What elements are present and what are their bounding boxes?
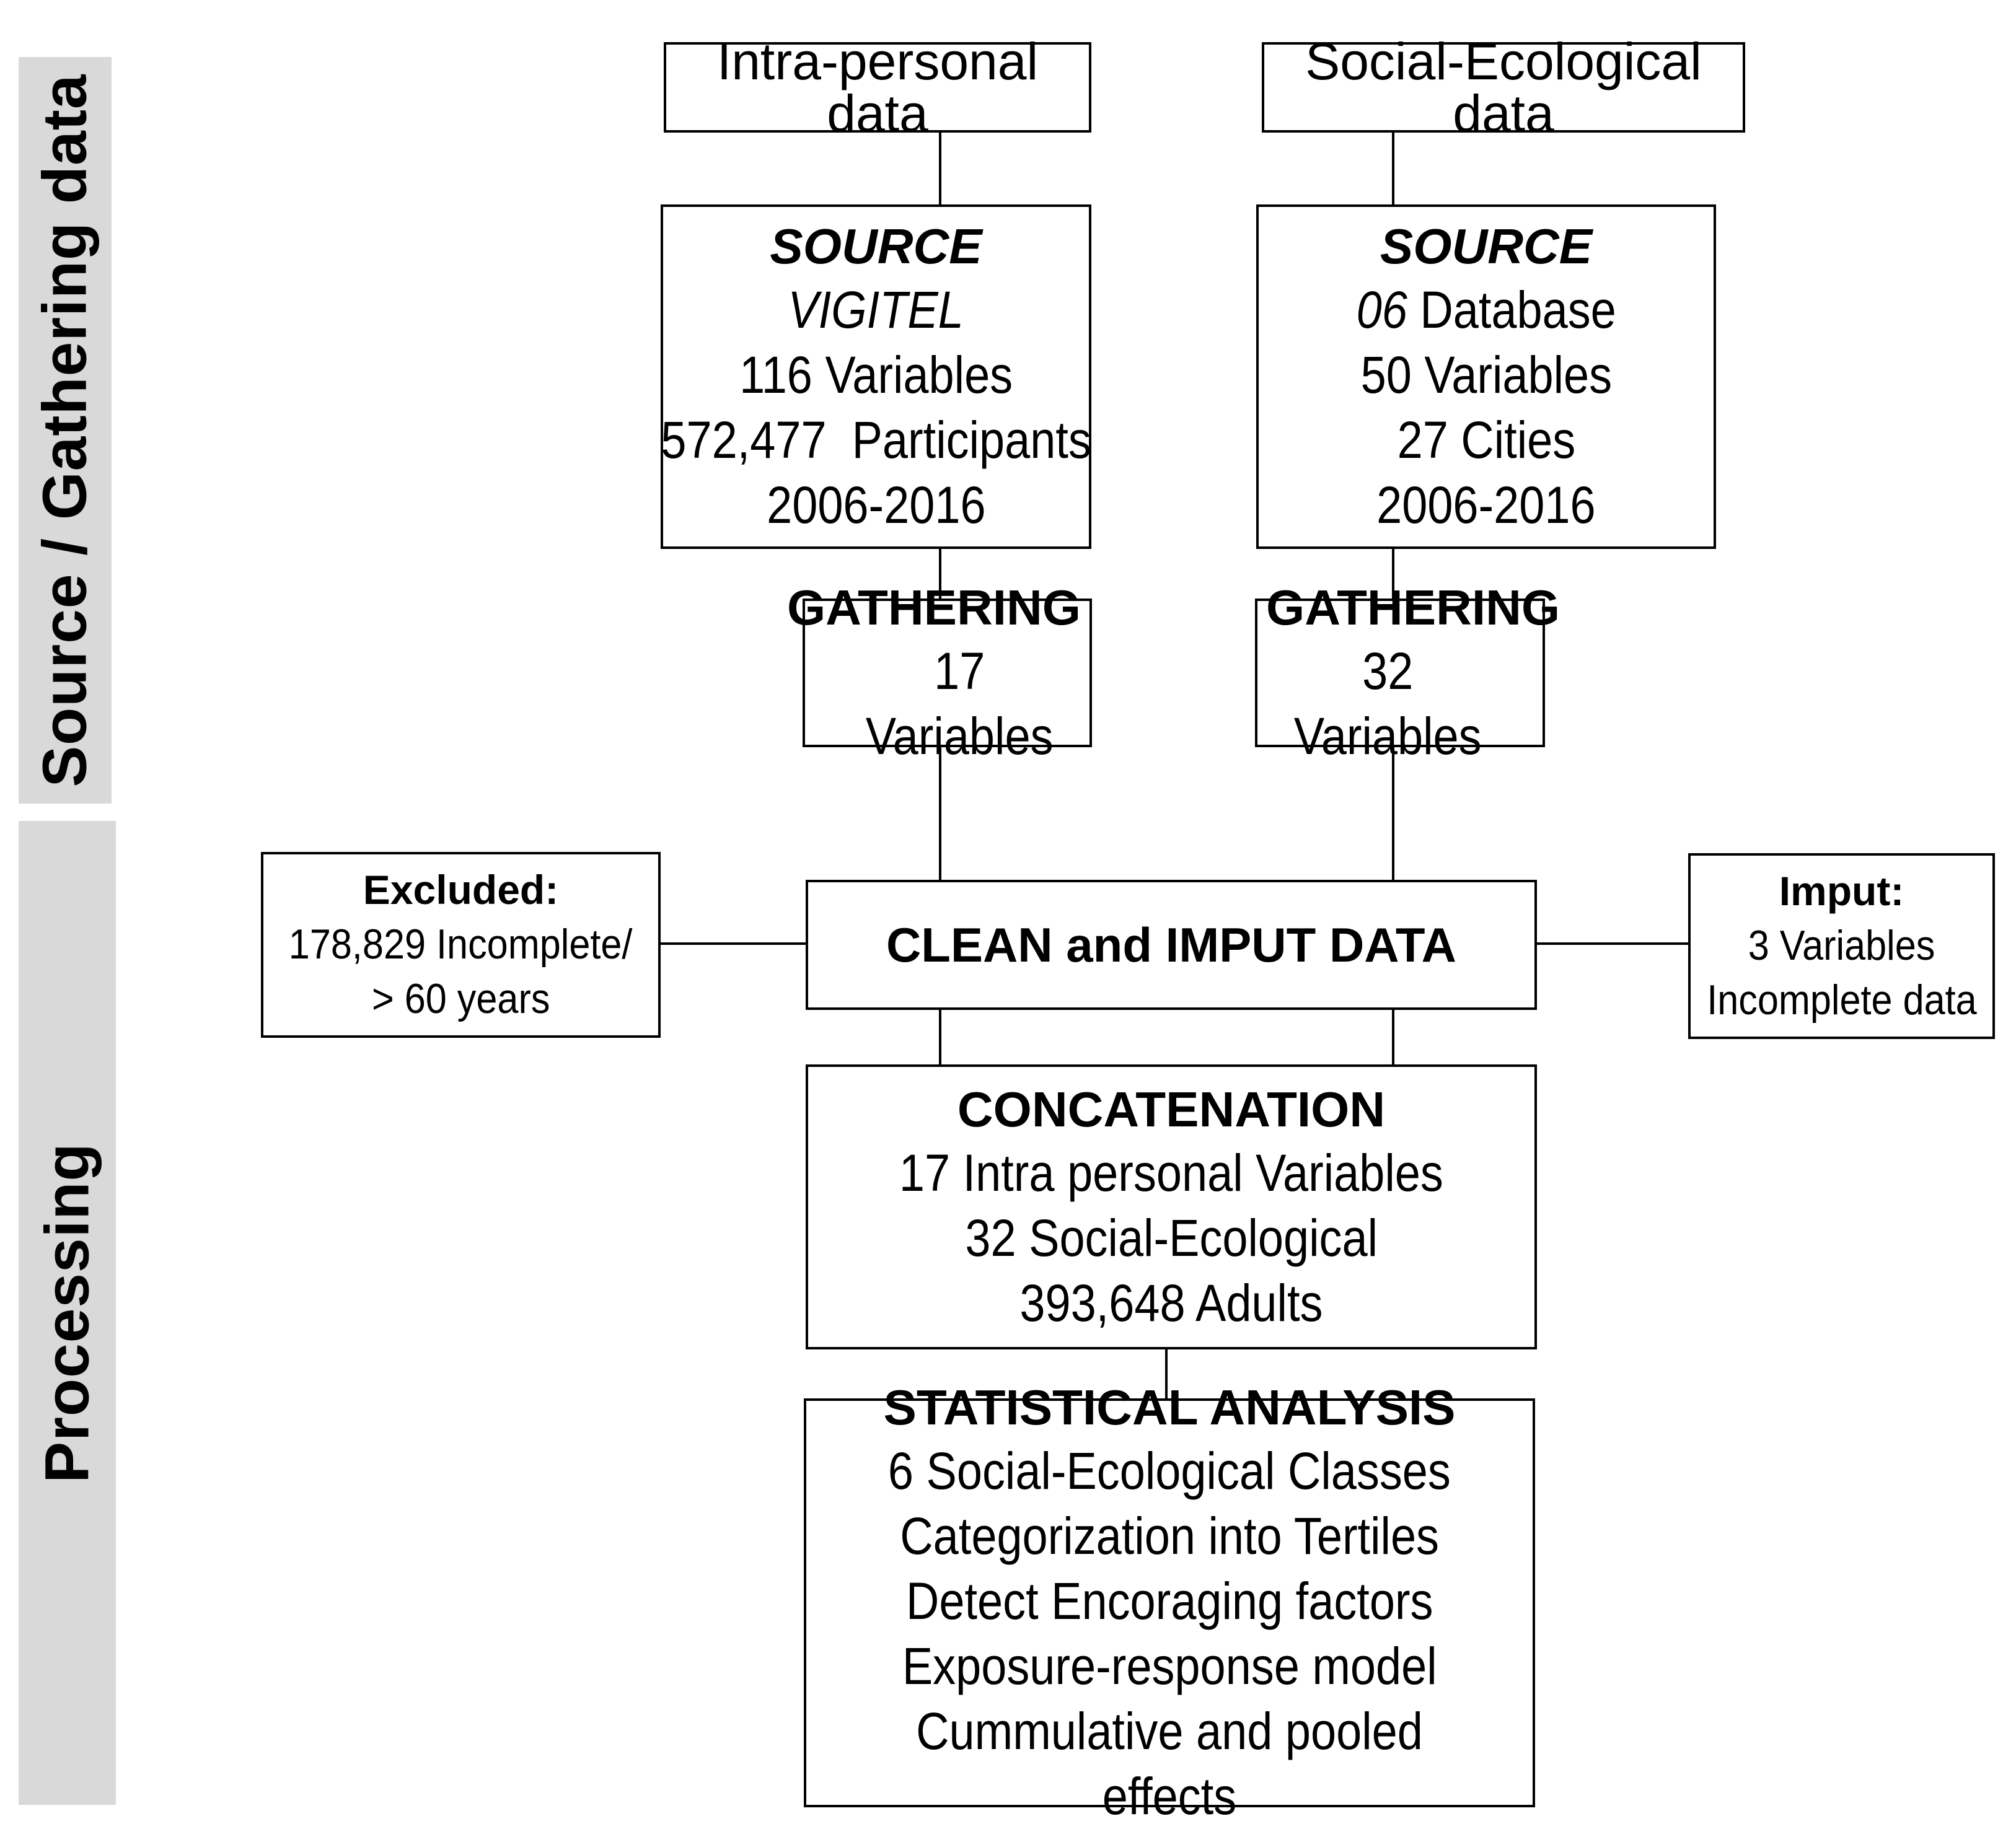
right-source-variables: 50 Variables bbox=[1360, 346, 1612, 404]
clean-impute-title: CLEAN and IMPUT DATA bbox=[886, 918, 1457, 972]
connector-clean-concat-left bbox=[939, 1008, 941, 1066]
statistical-line1: 6 Social-Ecological Classes bbox=[888, 1442, 1451, 1500]
right-gathering-box: GATHERING 32 Variables bbox=[1255, 580, 1560, 765]
left-gathering-variables: 17 Variables bbox=[865, 642, 1054, 765]
statistical-line4: Exposure-response model bbox=[902, 1637, 1437, 1695]
right-source-years: 2006-2016 bbox=[1376, 476, 1596, 534]
left-gathering-box: GATHERING 17 Variables bbox=[787, 580, 1092, 765]
connector-excluded-clean bbox=[659, 942, 807, 945]
excluded-line2: > 60 years bbox=[371, 975, 550, 1022]
statistical-title: STATISTICAL ANALYSIS bbox=[883, 1380, 1456, 1435]
left-source-title: SOURCE bbox=[770, 219, 982, 274]
right-source-database-count: 06 bbox=[1356, 281, 1407, 339]
band-source-gathering-label: Source / Gathering data bbox=[30, 73, 100, 787]
left-source-participants: 572,477 Participants bbox=[661, 411, 1091, 469]
concatenation-line2: 32 Social-Ecological bbox=[965, 1208, 1378, 1267]
right-gathering-title: GATHERING bbox=[1266, 580, 1560, 635]
connector-right-gathering-clean bbox=[1392, 745, 1394, 882]
connector-clean-imput bbox=[1534, 942, 1689, 945]
connector-left-gathering-clean bbox=[939, 745, 941, 882]
statistical-line3: Detect Encoraging factors bbox=[905, 1572, 1433, 1630]
band-processing: Processing bbox=[19, 821, 116, 1805]
right-source-database-label: Database bbox=[1407, 281, 1616, 339]
concatenation-line1: 17 Intra personal Variables bbox=[899, 1143, 1443, 1202]
connector-left-header-source bbox=[939, 130, 941, 206]
statistical-line2: Categorization into Tertiles bbox=[900, 1507, 1439, 1565]
imput-title: Imput: bbox=[1779, 867, 1904, 914]
connector-right-header-source bbox=[1392, 130, 1394, 206]
statistical-analysis-box: STATISTICAL ANALYSIS 6 Social-Ecological… bbox=[804, 1380, 1535, 1825]
concatenation-title: CONCATENATION bbox=[957, 1081, 1386, 1137]
connector-concat-statistical bbox=[1165, 1348, 1168, 1400]
left-source-variables: 116 Variables bbox=[739, 346, 1013, 404]
intra-personal-header-label: Intra-personal data bbox=[716, 32, 1039, 143]
statistical-line5: Cummulative and pooled effects bbox=[916, 1702, 1423, 1825]
clean-impute-box: CLEAN and IMPUT DATA bbox=[806, 880, 1537, 1010]
social-ecological-header: Social-Ecological data bbox=[1262, 35, 1745, 139]
excluded-title: Excluded: bbox=[363, 866, 559, 913]
right-source-box: SOURCE 06 Database 50 Variables 27 Citie… bbox=[1256, 204, 1716, 549]
band-source-gathering: Source / Gathering data bbox=[19, 57, 112, 804]
right-source-title: SOURCE bbox=[1380, 219, 1593, 274]
imput-box: Imput: 3 Variables Incomplete data bbox=[1688, 853, 1995, 1039]
connector-right-source-gathering bbox=[1392, 548, 1394, 601]
right-gathering-variables: 32 Variables bbox=[1293, 642, 1482, 765]
left-source-name: VIGITEL bbox=[788, 281, 964, 339]
concatenation-box: CONCATENATION 17 Intra personal Variable… bbox=[806, 1064, 1537, 1349]
intra-personal-header: Intra-personal data bbox=[664, 35, 1091, 139]
excluded-box: Excluded: 178,829 Incomplete/ > 60 years bbox=[261, 852, 661, 1038]
left-source-box: SOURCE VIGITEL 116 Variables 572,477 Par… bbox=[661, 204, 1091, 549]
excluded-line1: 178,829 Incomplete/ bbox=[289, 920, 633, 968]
imput-line1: 3 Variables bbox=[1748, 921, 1935, 969]
left-gathering-title: GATHERING bbox=[786, 580, 1081, 635]
connector-left-source-gathering bbox=[939, 548, 941, 601]
connector-clean-concat-right bbox=[1392, 1008, 1394, 1066]
right-source-database: 06 Database bbox=[1356, 278, 1616, 343]
concatenation-line3: 393,648 Adults bbox=[1019, 1273, 1323, 1332]
right-source-cities: 27 Cities bbox=[1397, 411, 1575, 469]
left-source-years: 2006-2016 bbox=[766, 476, 986, 534]
band-processing-label: Processing bbox=[32, 1143, 102, 1483]
imput-line2: Incomplete data bbox=[1706, 976, 1977, 1024]
social-ecological-header-label: Social-Ecological data bbox=[1305, 32, 1702, 143]
